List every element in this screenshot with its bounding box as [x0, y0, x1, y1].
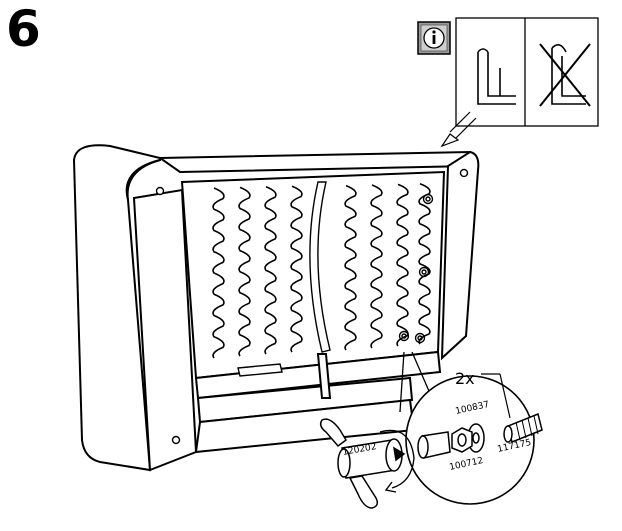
zigzag-spring [238, 186, 251, 357]
zigzag-spring [264, 186, 277, 355]
sofa-frame [72, 144, 480, 472]
info-icon [417, 21, 451, 55]
quantity-leader-diagonal [499, 373, 511, 419]
zigzag-spring [370, 184, 383, 349]
correct-orientation-icon [477, 48, 516, 105]
frame-holes [155, 168, 469, 445]
info-panel [455, 17, 599, 127]
info-pointer [440, 111, 477, 148]
zigzag-springs [212, 183, 431, 359]
zigzag-spring [396, 183, 409, 347]
zigzag-spring [344, 184, 357, 351]
quantity-label: 2x [455, 369, 475, 388]
step-number: 6 [6, 0, 41, 58]
incorrect-orientation-icon [539, 43, 591, 107]
spring-strap [309, 181, 331, 353]
zigzag-spring [212, 187, 225, 359]
fitting-parts [319, 412, 543, 509]
zigzag-spring [290, 185, 303, 353]
zigzag-spring [418, 183, 431, 345]
